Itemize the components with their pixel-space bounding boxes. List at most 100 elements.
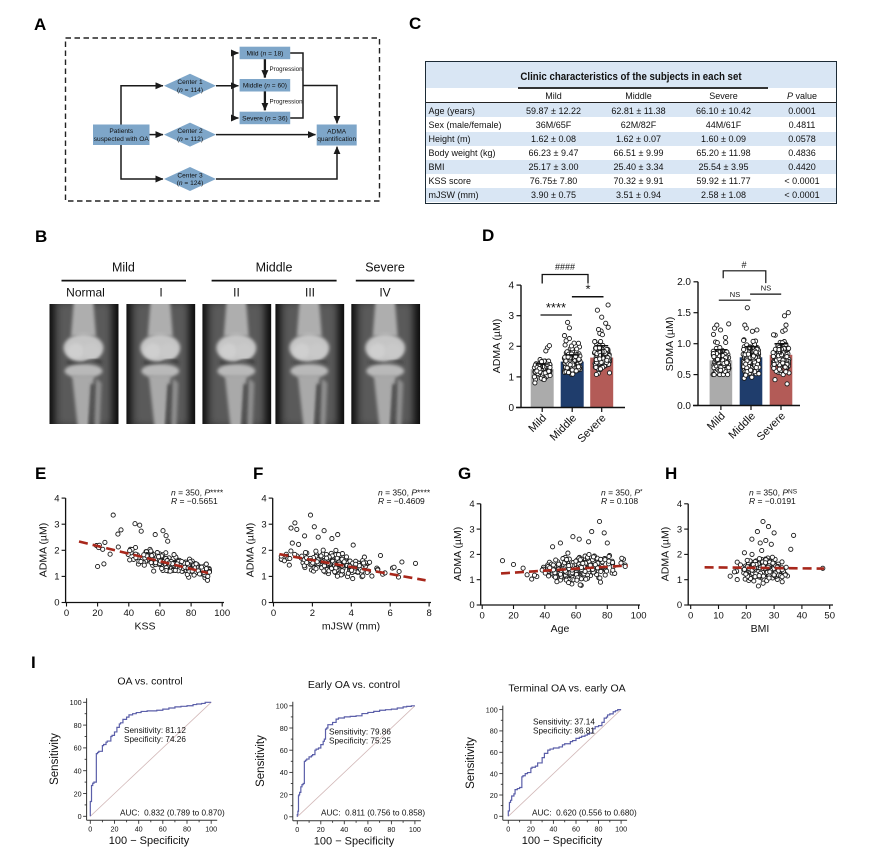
svg-text:(n = 114): (n = 114) bbox=[177, 87, 203, 94]
svg-text:Specificity: 74.26: Specificity: 74.26 bbox=[124, 735, 186, 744]
svg-text:****: **** bbox=[546, 300, 566, 315]
svg-text:2.0: 2.0 bbox=[677, 277, 691, 288]
svg-text:Middle (n = 60): Middle (n = 60) bbox=[243, 83, 287, 90]
svg-text:100: 100 bbox=[486, 705, 498, 714]
svg-text:60: 60 bbox=[572, 825, 580, 834]
svg-text:AUC: 0.832 (0.789 to 0.870): AUC: 0.832 (0.789 to 0.870) bbox=[120, 809, 225, 818]
svg-text:#: # bbox=[741, 260, 746, 270]
svg-text:ADMA (µM): ADMA (µM) bbox=[245, 523, 257, 577]
svg-text:Terminal OA vs. early OA: Terminal OA vs. early OA bbox=[508, 683, 625, 695]
svg-text:II: II bbox=[233, 286, 240, 300]
svg-text:R = −0.4609: R = −0.4609 bbox=[378, 496, 425, 506]
svg-text:SDMA (µM): SDMA (µM) bbox=[664, 317, 676, 371]
svg-text:100 − Specificity: 100 − Specificity bbox=[109, 835, 190, 847]
svg-text:100: 100 bbox=[631, 611, 647, 622]
svg-text:60: 60 bbox=[159, 825, 167, 834]
svg-text:3: 3 bbox=[469, 524, 474, 535]
svg-text:Middle: Middle bbox=[548, 412, 579, 443]
svg-text:Middle: Middle bbox=[727, 410, 758, 441]
svg-text:####: #### bbox=[555, 262, 575, 272]
svg-text:3: 3 bbox=[261, 519, 266, 530]
svg-text:0: 0 bbox=[284, 813, 288, 822]
svg-text:0: 0 bbox=[295, 825, 299, 834]
svg-text:n = 350, P****: n = 350, P**** bbox=[171, 488, 224, 498]
svg-text:3: 3 bbox=[508, 311, 514, 322]
svg-text:Severe: Severe bbox=[575, 412, 608, 445]
svg-text:Specificity: 86.81: Specificity: 86.81 bbox=[533, 727, 595, 736]
svg-text:0: 0 bbox=[78, 812, 82, 821]
svg-text:20: 20 bbox=[280, 790, 288, 799]
svg-text:Specificity: 75.25: Specificity: 75.25 bbox=[329, 737, 391, 746]
svg-text:ADMA (µM): ADMA (µM) bbox=[491, 319, 503, 373]
svg-text:60: 60 bbox=[155, 608, 166, 619]
svg-text:R = −0.5651: R = −0.5651 bbox=[171, 496, 218, 506]
svg-text:quantification: quantification bbox=[317, 136, 356, 143]
svg-text:6: 6 bbox=[388, 608, 393, 619]
svg-text:8: 8 bbox=[426, 608, 431, 619]
svg-text:4: 4 bbox=[349, 608, 354, 619]
svg-text:Early OA vs. control: Early OA vs. control bbox=[308, 679, 400, 691]
svg-text:40: 40 bbox=[549, 825, 557, 834]
svg-text:0.5: 0.5 bbox=[677, 370, 691, 381]
svg-text:I: I bbox=[159, 286, 162, 300]
svg-text:R = 0.108: R = 0.108 bbox=[601, 496, 638, 506]
svg-text:OA vs. control: OA vs. control bbox=[117, 675, 182, 687]
svg-text:60: 60 bbox=[490, 748, 498, 757]
svg-text:Patients: Patients bbox=[109, 128, 134, 135]
svg-text:4: 4 bbox=[508, 281, 514, 292]
svg-text:3: 3 bbox=[54, 519, 59, 530]
svg-text:n = 350, PNS: n = 350, PNS bbox=[749, 488, 798, 498]
svg-text:Mild: Mild bbox=[705, 410, 728, 433]
svg-text:ADMA (µM): ADMA (µM) bbox=[452, 527, 464, 581]
svg-text:1: 1 bbox=[677, 575, 682, 586]
svg-text:60: 60 bbox=[364, 825, 372, 834]
svg-text:0: 0 bbox=[688, 611, 693, 622]
svg-text:Middle: Middle bbox=[256, 261, 293, 275]
svg-text:60: 60 bbox=[280, 746, 288, 755]
svg-text:100 − Specificity: 100 − Specificity bbox=[522, 835, 603, 847]
svg-text:20: 20 bbox=[527, 825, 535, 834]
svg-text:III: III bbox=[305, 286, 315, 300]
svg-text:Age: Age bbox=[551, 623, 570, 635]
svg-text:Severe: Severe bbox=[755, 410, 788, 443]
svg-text:ADMA (µM): ADMA (µM) bbox=[38, 523, 50, 577]
svg-text:1: 1 bbox=[54, 572, 59, 583]
svg-text:Progression: Progression bbox=[270, 99, 304, 106]
svg-text:0: 0 bbox=[506, 825, 510, 834]
svg-text:4: 4 bbox=[54, 493, 59, 504]
svg-text:Sensitivity: Sensitivity bbox=[255, 735, 267, 787]
svg-text:Sensitivity: Sensitivity bbox=[49, 733, 61, 785]
svg-text:100: 100 bbox=[214, 608, 230, 619]
svg-text:Severe (n = 36): Severe (n = 36) bbox=[242, 115, 288, 122]
svg-text:(n = 112): (n = 112) bbox=[177, 136, 203, 143]
svg-text:80: 80 bbox=[183, 825, 191, 834]
svg-text:0: 0 bbox=[469, 600, 474, 611]
svg-text:Mild: Mild bbox=[112, 261, 135, 275]
svg-text:Sensitivity: 37.14: Sensitivity: 37.14 bbox=[533, 718, 595, 727]
svg-text:0: 0 bbox=[677, 600, 682, 611]
svg-text:60: 60 bbox=[571, 611, 582, 622]
svg-text:40: 40 bbox=[340, 825, 348, 834]
svg-text:NS: NS bbox=[730, 290, 740, 299]
svg-text:20: 20 bbox=[741, 611, 752, 622]
svg-text:3: 3 bbox=[677, 524, 682, 535]
svg-text:0: 0 bbox=[494, 812, 498, 821]
svg-text:(n = 124): (n = 124) bbox=[177, 180, 204, 187]
svg-text:R = −0.0191: R = −0.0191 bbox=[749, 496, 796, 506]
svg-text:2: 2 bbox=[54, 546, 59, 557]
svg-text:20: 20 bbox=[92, 608, 103, 619]
svg-text:Sensitivity: Sensitivity bbox=[465, 737, 477, 789]
svg-text:40: 40 bbox=[540, 611, 551, 622]
svg-text:KSS: KSS bbox=[134, 621, 155, 633]
svg-text:ADMA: ADMA bbox=[327, 128, 347, 135]
svg-text:1: 1 bbox=[508, 372, 514, 383]
svg-text:1.5: 1.5 bbox=[677, 308, 691, 319]
svg-text:0: 0 bbox=[480, 611, 485, 622]
svg-text:Mild: Mild bbox=[526, 412, 549, 435]
svg-text:4: 4 bbox=[261, 493, 266, 504]
svg-text:2: 2 bbox=[469, 550, 474, 561]
svg-text:2: 2 bbox=[508, 342, 514, 353]
svg-text:2: 2 bbox=[310, 608, 315, 619]
svg-text:40: 40 bbox=[797, 611, 808, 622]
svg-text:40: 40 bbox=[135, 825, 143, 834]
